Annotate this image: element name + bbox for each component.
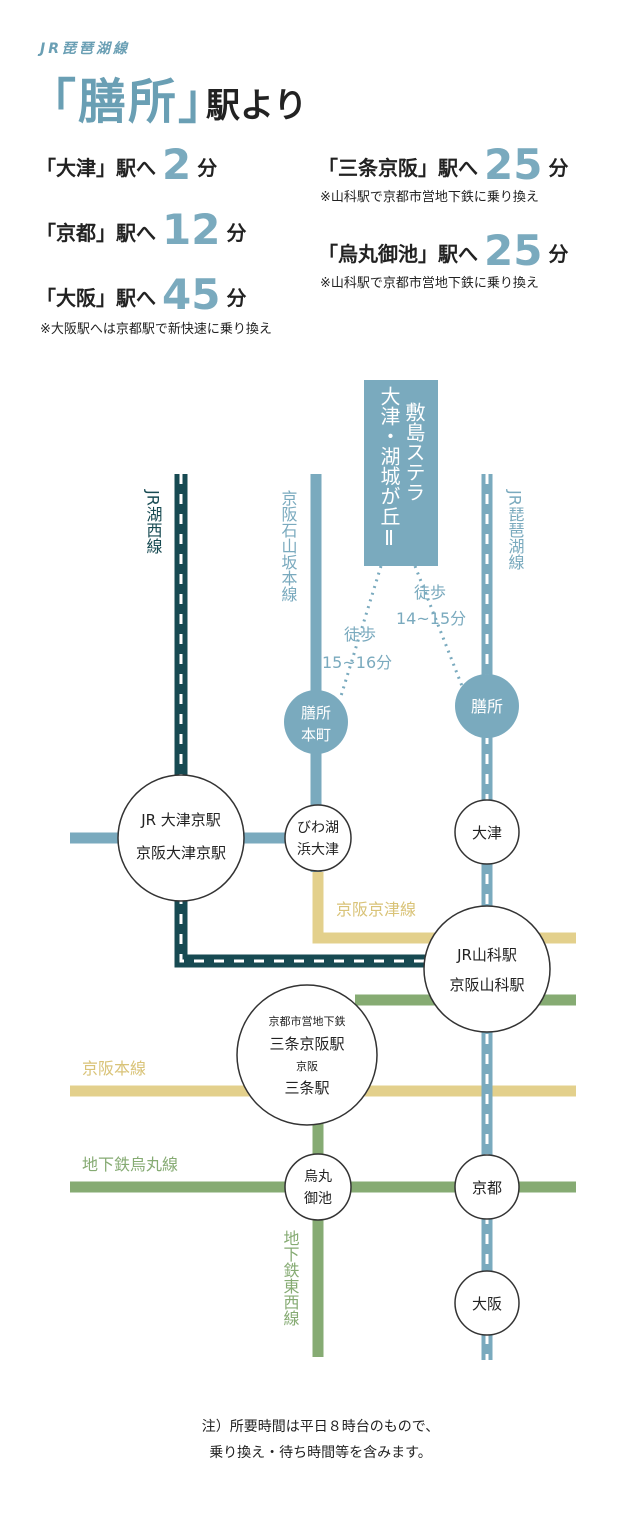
time-dest: 「大津」駅へ <box>36 156 156 180</box>
walk-label-zeze: 徒歩 <box>414 583 446 602</box>
label-keihan-keishin: 京阪京津線 <box>336 900 416 919</box>
time-unit: 分 <box>548 156 569 180</box>
station-otsu-label: 大津 <box>472 824 502 842</box>
walk-path-zeze <box>413 565 464 687</box>
station-otsukyo-line2: 京阪大津京駅 <box>136 844 226 862</box>
station-zeze-honmachi-line1: 膳所 <box>301 704 331 722</box>
station-karasuma-line1: 烏丸 <box>304 1168 332 1185</box>
station-yamashina-line2: 京阪山科駅 <box>449 976 524 994</box>
time-unit: 分 <box>197 156 218 180</box>
station-sanjo-line2: 三条京阪駅 <box>269 1035 344 1053</box>
time-unit: 分 <box>226 221 247 245</box>
time-unit: 分 <box>226 286 247 310</box>
walk-path-honmachi <box>339 565 383 697</box>
station-sanjo-line3: 京阪 <box>296 1059 318 1073</box>
station-osaka-label: 大阪 <box>472 1295 502 1313</box>
station-kyoto <box>454 1154 520 1220</box>
walk-time-honmachi: 15~16分 <box>322 653 392 672</box>
station-sanjo <box>236 984 378 1126</box>
station-yamashina <box>423 905 551 1033</box>
time-dest: 「三条京阪」駅へ <box>318 156 478 180</box>
label-keihan-main: 京阪本線 <box>82 1059 146 1078</box>
footer-line1: 注）所要時間は平日８時台のもので、 <box>201 1419 440 1435</box>
station-otsu <box>454 799 520 865</box>
station-yamashina-line1: JR山科駅 <box>456 946 517 964</box>
jr-kosei-dash <box>179 474 430 963</box>
walk-label-honmachi: 徒歩 <box>344 625 376 644</box>
station-osaka <box>454 1270 520 1336</box>
station-kyoto-label: 京都 <box>472 1179 502 1197</box>
label-subway-tozai: 地下鉄東西線 <box>281 1230 300 1326</box>
time-minutes: 12 <box>162 205 221 254</box>
station-hamaotsu-line1: びわ湖 <box>297 820 339 836</box>
station-title: 「膳所」 <box>28 74 229 130</box>
time-minutes: 25 <box>484 140 543 189</box>
destination-line2: 大津・湖城が丘Ⅱ <box>377 386 401 550</box>
time-minutes: 25 <box>484 226 543 275</box>
label-jr-kosei: JR湖西線 <box>144 489 163 554</box>
station-zeze-honmachi-line2: 本町 <box>301 726 331 744</box>
time-unit: 分 <box>548 242 569 266</box>
station-zeze-honmachi <box>284 690 348 754</box>
station-biwako-hamaotsu <box>284 804 352 872</box>
station-otsukyo-line1: JR 大津京駅 <box>140 811 221 829</box>
station-hamaotsu-line2: 浜大津 <box>297 842 339 858</box>
station-sanjo-line4: 三条駅 <box>284 1079 329 1097</box>
time-sanjo-note: ※山科駅で京都市営地下鉄に乗り換え <box>320 190 539 205</box>
destination-box <box>364 380 438 566</box>
label-keihan-ishiyama: 京阪石山坂本線 <box>279 490 298 602</box>
footer-line2: 乗り換え・待ち時間等を含みます。 <box>209 1445 432 1461</box>
line-name: JR琵琶湖線 <box>40 41 130 57</box>
time-dest: 「大阪」駅へ <box>36 286 156 310</box>
time-minutes: 2 <box>162 140 192 189</box>
label-jr-biwako: JR琵琶湖線 <box>506 489 525 570</box>
station-zeze <box>455 674 519 738</box>
time-dest: 「京都」駅へ <box>36 221 156 245</box>
time-minutes: 45 <box>162 270 221 319</box>
destination-line1: 敷島ステラ <box>402 402 426 502</box>
station-sanjo-line1: 京都市営地下鉄 <box>269 1014 346 1028</box>
footer-note: 注）所要時間は平日８時台のもので、 乗り換え・待ち時間等を含みます。 <box>0 1414 641 1466</box>
label-subway-karasuma: 地下鉄烏丸線 <box>82 1155 178 1174</box>
station-title-suffix: 駅より <box>206 86 308 126</box>
time-osaka-note: ※大阪駅へは京都駅で新快速に乗り換え <box>40 322 272 337</box>
station-otsukyo <box>117 774 245 902</box>
station-karasuma-line2: 御池 <box>304 1191 332 1207</box>
time-karasuma-note: ※山科駅で京都市営地下鉄に乗り換え <box>320 276 539 291</box>
time-dest: 「烏丸御池」駅へ <box>318 242 478 266</box>
walk-time-zeze: 14~15分 <box>396 609 466 628</box>
station-zeze-label: 膳所 <box>471 697 503 716</box>
station-karasuma-oike <box>284 1153 352 1221</box>
